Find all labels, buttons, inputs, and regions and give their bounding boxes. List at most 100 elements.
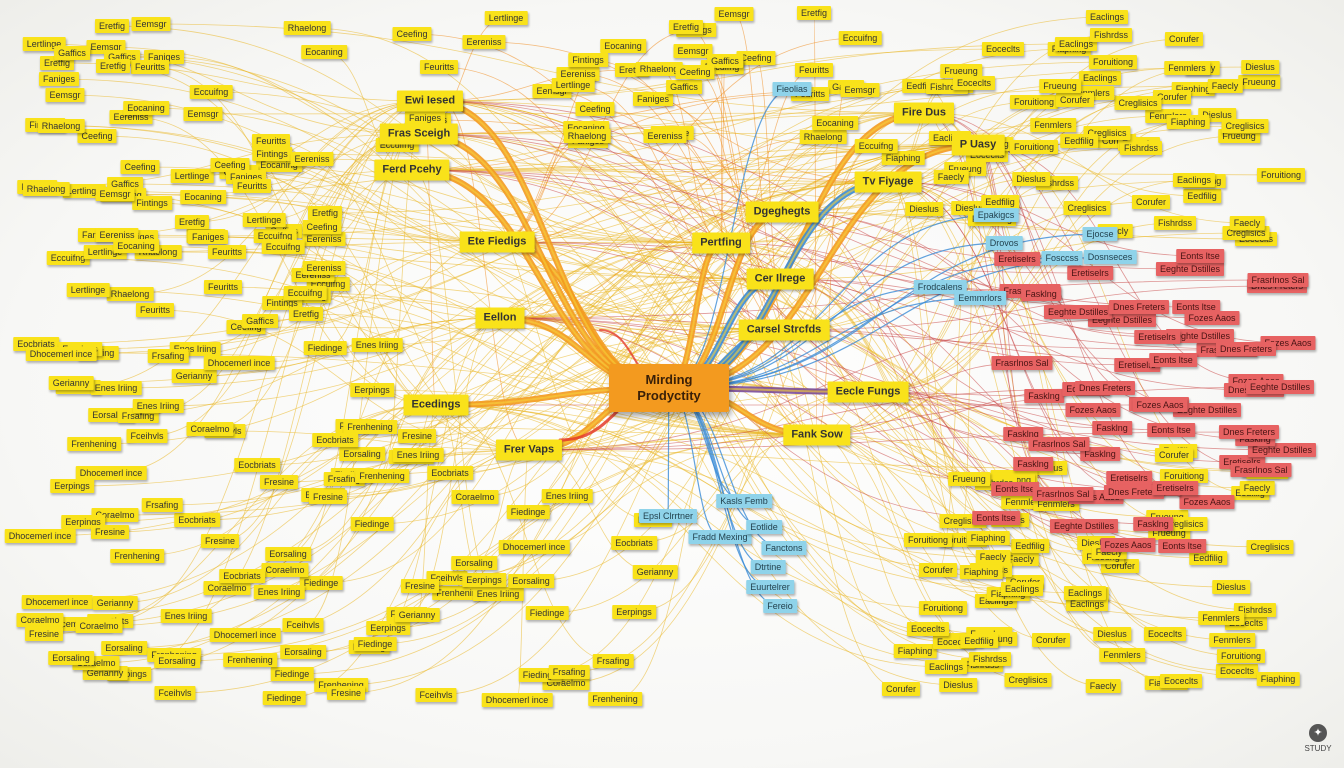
subtopic-note[interactable]: Fenmlers [1164,61,1210,75]
subtopic-note[interactable]: Fiaphing [893,644,937,658]
subtopic-note[interactable]: Frueung [948,472,990,486]
subtopic-note[interactable]: Fereio [763,599,797,613]
subtopic-note[interactable]: Ejocse [1082,227,1118,241]
subtopic-note[interactable]: Fosccss [1041,251,1083,265]
subtopic-note[interactable]: Corufer [1164,32,1204,46]
subtopic-note[interactable]: Enes Iriing [351,338,403,352]
subtopic-note[interactable]: Lertlinge [62,184,106,198]
subtopic-note[interactable]: Eerpings [612,605,656,619]
subtopic-note[interactable]: Eorsaling [101,641,147,655]
subtopic-note[interactable]: Frasrlnos Sal [1032,487,1094,501]
subtopic-note[interactable]: Eedfilig [981,195,1019,209]
subtopic-note[interactable]: Frueung [1039,79,1081,93]
subtopic-note[interactable]: Ceefing [210,158,250,172]
subtopic-note[interactable]: Eorsaling [154,654,200,668]
main-branch-note[interactable]: Fire Dus [893,102,955,124]
subtopic-note[interactable]: Fiedinge [262,691,306,705]
subtopic-note[interactable]: Dieslus [939,678,977,692]
subtopic-note[interactable]: Lertlinge [170,169,214,183]
subtopic-note[interactable]: Eerpings [350,383,394,397]
subtopic-note[interactable]: Coraelmo [203,581,251,595]
subtopic-note[interactable]: Eaclings [1063,586,1107,600]
subtopic-note[interactable]: Fresine [400,579,440,593]
subtopic-note[interactable]: Fiaphing [1256,672,1300,686]
subtopic-note[interactable]: Eorsaling [451,556,497,570]
subtopic-note[interactable]: Eonts ltse [1158,539,1206,553]
subtopic-note[interactable]: Eereniss [302,232,346,246]
subtopic-note[interactable]: Dhocemerl ince [203,356,275,370]
subtopic-note[interactable]: Eorsaling [280,645,326,659]
subtopic-note[interactable]: Faecly [1239,481,1275,495]
subtopic-note[interactable]: Foruitiong [1159,469,1209,483]
subtopic-note[interactable]: Eretfig [288,307,324,321]
subtopic-note[interactable]: Fishrdss [1119,141,1163,155]
main-branch-note[interactable]: Eellon [475,307,525,329]
subtopic-note[interactable]: Frsafing [323,472,365,486]
subtopic-note[interactable]: Foruitiong [1088,55,1138,69]
subtopic-note[interactable]: Gaffics [242,314,278,328]
subtopic-note[interactable]: Creglisics [1063,201,1111,215]
subtopic-note[interactable]: Eoceclts [906,622,950,636]
subtopic-note[interactable]: Feuritts [207,245,247,259]
subtopic-note[interactable]: Rhaelong [799,130,847,144]
subtopic-note[interactable]: Fiedinge [350,517,394,531]
subtopic-note[interactable]: Frenhening [223,653,277,667]
subtopic-note[interactable]: Fanctons [761,541,807,555]
subtopic-note[interactable]: Fieolias [772,82,812,96]
subtopic-note[interactable]: Foruitiong [903,533,953,547]
subtopic-note[interactable]: Eocaning [180,190,226,204]
subtopic-note[interactable]: Fceihvls [126,429,168,443]
subtopic-note[interactable]: Faecly [1003,552,1039,566]
subtopic-note[interactable]: Eretfig [174,215,210,229]
subtopic-note[interactable]: Eedfilig [1189,551,1227,565]
subtopic-note[interactable]: Fresine [326,686,366,700]
subtopic-note[interactable]: Enes Iriing [472,587,524,601]
subtopic-note[interactable]: Fresine [259,475,299,489]
subtopic-note[interactable]: Fresine [90,525,130,539]
subtopic-note[interactable]: Creglisics [1114,96,1162,110]
subtopic-note[interactable]: Eccuifng [46,251,90,265]
subtopic-note[interactable]: Frasrlnos Sal [1028,437,1090,451]
subtopic-note[interactable]: Fasklng [1080,447,1120,461]
subtopic-note[interactable]: Fasklng [1092,421,1132,435]
subtopic-note[interactable]: Rhaelong [37,119,85,133]
subtopic-note[interactable]: Fresine [397,429,437,443]
subtopic-note[interactable]: Frenhening [588,692,642,706]
subtopic-note[interactable]: Kasls Femb [716,494,772,508]
subtopic-note[interactable]: Lertlinge [484,11,528,25]
subtopic-note[interactable]: Fenmlers [1198,611,1244,625]
subtopic-note[interactable]: Fceihvls [282,618,324,632]
subtopic-note[interactable]: Dieslus [1012,172,1050,186]
subtopic-note[interactable]: Eocbriats [611,536,657,550]
main-branch-note[interactable]: Ete Fiedigs [459,231,535,253]
subtopic-note[interactable]: Fiedinge [299,576,343,590]
subtopic-note[interactable]: Fintings [132,196,172,210]
subtopic-note[interactable]: Eccuifng [854,139,898,153]
subtopic-note[interactable]: Fintings [568,53,608,67]
subtopic-note[interactable]: Frenhening [432,586,486,600]
subtopic-note[interactable]: Frsafing [147,349,189,363]
subtopic-note[interactable]: Rhaelong [563,129,611,143]
subtopic-note[interactable]: Coraelmo [451,490,499,504]
subtopic-note[interactable]: Fozes Aaos [1179,495,1235,509]
subtopic-note[interactable]: Eocbriats [312,433,358,447]
subtopic-note[interactable]: Fenmlers [1030,118,1076,132]
main-branch-note[interactable]: Fras Sceigh [379,123,459,145]
subtopic-note[interactable]: Eedfilig [1183,189,1221,203]
subtopic-note[interactable]: Fozes Aaos [1132,398,1188,412]
subtopic-note[interactable]: Eaclings [1054,37,1098,51]
subtopic-note[interactable]: Frsafing [592,654,634,668]
main-branch-note[interactable]: Ewi Iesed [396,90,464,112]
subtopic-note[interactable]: Frodcalens [913,280,967,294]
subtopic-note[interactable]: Euurtelrer [746,580,794,594]
subtopic-note[interactable]: Eocaning [301,45,347,59]
subtopic-note[interactable]: Fiedinge [353,637,397,651]
subtopic-note[interactable]: Eedfilig [960,634,998,648]
subtopic-note[interactable]: Feuritts [130,60,170,74]
subtopic-note[interactable]: Coraelmo [186,422,234,436]
main-branch-note[interactable]: Fank Sow [783,424,851,446]
subtopic-note[interactable]: Fozes Aaos [1184,311,1240,325]
main-branch-note[interactable]: Eecle Fungs [827,381,909,403]
subtopic-note[interactable]: Ceefing [736,51,776,65]
subtopic-note[interactable]: Fresine [308,490,348,504]
